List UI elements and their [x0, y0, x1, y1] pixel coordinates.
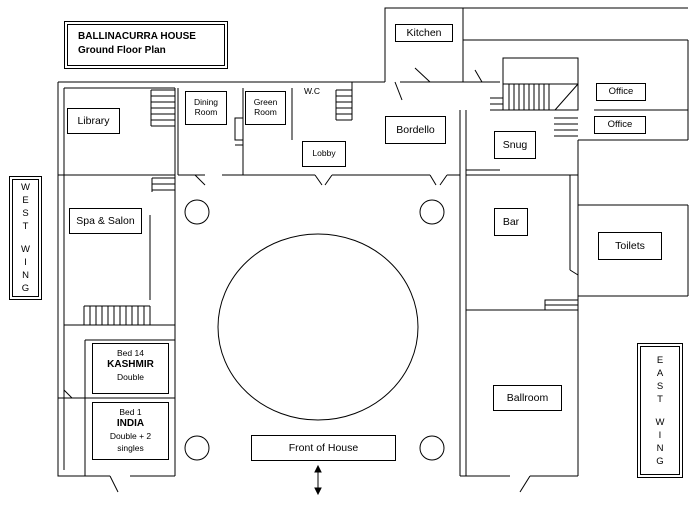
west-wing-letter: T [22, 221, 29, 232]
east-wing-letter: N [656, 442, 664, 454]
room-snug: Snug [494, 131, 536, 159]
wc-stairs [335, 82, 353, 121]
west-wall [57, 82, 110, 477]
room-spa: Spa & Salon [69, 208, 142, 234]
west-wing-letter: W [21, 244, 30, 255]
library-stairs [150, 89, 175, 127]
west-wing-letter: S [22, 208, 29, 219]
west-wing-letter: E [22, 195, 29, 206]
west-lower-stairs [83, 305, 151, 325]
west-wing-letter: N [22, 270, 29, 281]
plan-title-box: BALLINACURRA HOUSE Ground Floor Plan [64, 21, 228, 69]
room-office-2: Office [594, 116, 646, 134]
room-bar: Bar [494, 208, 528, 236]
west-wing-letter: I [24, 257, 27, 268]
plan-title: BALLINACURRA HOUSE [78, 31, 196, 42]
room-front-of-house: Front of House [251, 435, 396, 461]
room-kitchen: Kitchen [395, 24, 453, 42]
spa-stairs [149, 177, 175, 300]
pillar-ne [419, 199, 445, 225]
entrance-arrow [314, 464, 322, 496]
bedroom-kashmir-number: Bed 14 [117, 348, 144, 358]
room-dining: Dining Room [185, 91, 227, 125]
east-wing-letter: I [658, 429, 662, 441]
bedroom-india-number: Bed 1 [119, 407, 142, 417]
bedroom-india: Bed 1 INDIA Double + 2 singles [92, 402, 169, 460]
east-wing-letter: T [657, 393, 663, 405]
east-wing-letter: A [656, 367, 664, 379]
ballroom-stairs [544, 299, 579, 311]
bedroom-kashmir-type: Double [117, 372, 144, 382]
room-green: Green Room [245, 91, 286, 125]
room-toilets: Toilets [598, 232, 662, 260]
room-office-1: Office [596, 83, 646, 101]
east-wing-letter: G [656, 455, 664, 467]
east-wing-letter: E [656, 354, 664, 366]
pillar-sw [184, 435, 210, 461]
pillar-nw [184, 199, 210, 225]
room-bordello: Bordello [385, 116, 446, 144]
bedroom-india-type: Double + 2 singles [109, 431, 152, 453]
pillar-se [419, 435, 445, 461]
east-wing-letter: W [655, 416, 665, 428]
bedroom-kashmir: Bed 14 KASHMIR Double [92, 343, 169, 394]
bedroom-kashmir-name: KASHMIR [107, 359, 154, 370]
west-wing-letter: G [21, 283, 30, 294]
room-library: Library [67, 108, 120, 134]
west-wing-letter: W [21, 182, 30, 193]
room-lobby: Lobby [302, 141, 346, 167]
room-wc: W.C [303, 86, 321, 97]
room-ballroom: Ballroom [493, 385, 562, 411]
plan-subtitle: Ground Floor Plan [78, 44, 166, 56]
east-wing-letter: S [656, 380, 664, 392]
bedroom-india-name: INDIA [116, 418, 145, 429]
centre-circle [217, 233, 419, 421]
